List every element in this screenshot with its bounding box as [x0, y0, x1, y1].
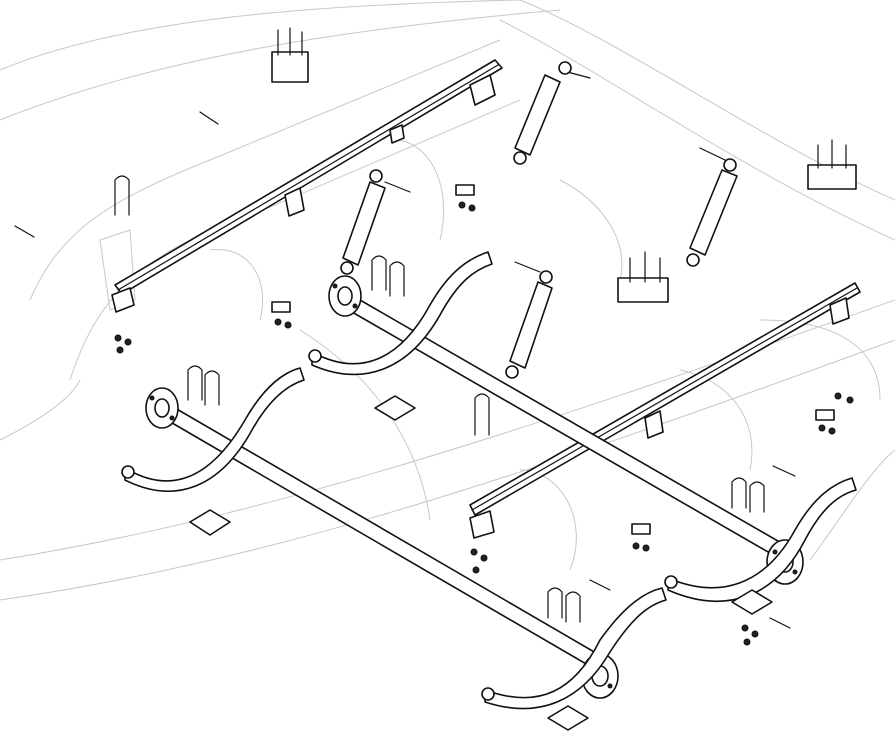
u-bolt — [187, 365, 220, 406]
shock-absorbers — [340, 61, 738, 379]
fastener-cluster — [271, 301, 292, 329]
spring-plate — [547, 705, 589, 731]
fastener-cluster — [834, 392, 854, 404]
u-bolt — [474, 393, 490, 436]
hanger-bracket-1 — [271, 27, 309, 83]
fastener-cluster — [741, 624, 759, 646]
spring-plate — [189, 509, 231, 536]
bolt — [199, 111, 219, 125]
shock-absorber-4 — [505, 261, 553, 379]
shock-absorber-3 — [340, 169, 411, 275]
bolt — [589, 579, 611, 591]
spring-plate — [731, 589, 773, 615]
bolt — [769, 617, 791, 629]
u-bolts — [114, 175, 765, 623]
shock-absorber-2 — [686, 147, 738, 267]
right-frame-rail — [469, 282, 861, 539]
spring-plates — [189, 395, 773, 731]
front-axle-hub-left — [145, 387, 179, 429]
bolt — [772, 465, 796, 477]
front-axle — [145, 387, 619, 699]
u-bolt — [114, 175, 130, 216]
hanger-bracket-2 — [807, 139, 857, 190]
leaf-spring-front-right — [481, 587, 667, 710]
fastener-cluster — [455, 184, 476, 212]
rear-axle — [328, 275, 804, 585]
leaf-spring-front-left — [121, 367, 305, 492]
u-bolt — [371, 255, 405, 297]
hanger-bracket-3 — [617, 251, 669, 303]
leaf-spring-rear-left — [308, 251, 493, 376]
leaf-springs — [121, 251, 857, 710]
fastener-cluster — [114, 334, 132, 354]
u-bolt — [547, 587, 581, 623]
hanger-brackets — [271, 27, 857, 303]
left-frame-rail — [111, 59, 503, 313]
spring-plate — [374, 395, 416, 421]
fastener-cluster — [470, 548, 488, 574]
fastener-cluster — [631, 523, 651, 552]
fasteners — [14, 111, 854, 646]
bolt — [14, 225, 35, 238]
rear-axle-hub-left — [328, 275, 362, 317]
shock-absorber-1 — [513, 61, 591, 165]
fastener-cluster — [815, 409, 836, 435]
u-bolt — [731, 477, 765, 513]
